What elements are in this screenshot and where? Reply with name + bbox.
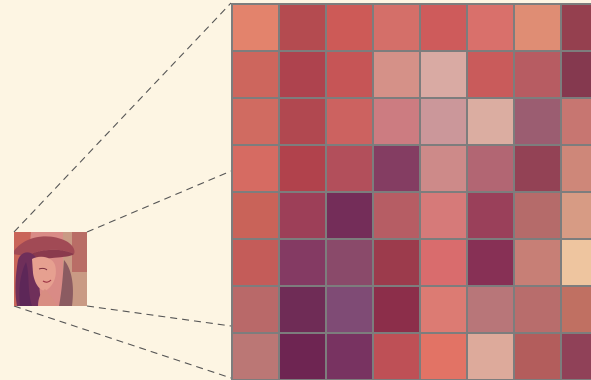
pixel-cell bbox=[232, 239, 279, 286]
pixel-cell bbox=[561, 4, 591, 51]
pixel-cell bbox=[326, 239, 373, 286]
pixel-cell bbox=[373, 98, 420, 145]
zoomed-pixel-grid bbox=[231, 3, 591, 380]
pixel-cell bbox=[373, 333, 420, 380]
pixel-cell bbox=[561, 98, 591, 145]
pixel-cell bbox=[279, 286, 326, 333]
pixel-cell bbox=[467, 145, 514, 192]
pixel-cell bbox=[326, 333, 373, 380]
portrait-thumbnail bbox=[14, 232, 87, 306]
pixel-cell bbox=[326, 286, 373, 333]
pixel-cell bbox=[420, 286, 467, 333]
pixel-cell bbox=[420, 192, 467, 239]
portrait-thumbnail-image bbox=[14, 232, 87, 306]
pixel-cell bbox=[514, 98, 561, 145]
pixel-cell bbox=[561, 333, 591, 380]
pixel-cell bbox=[326, 98, 373, 145]
pixel-cell bbox=[373, 239, 420, 286]
pixel-cell bbox=[326, 192, 373, 239]
pixel-cell bbox=[467, 333, 514, 380]
pixel-cell bbox=[561, 239, 591, 286]
pixel-cell bbox=[232, 192, 279, 239]
pixel-cell bbox=[420, 51, 467, 98]
pixel-cell bbox=[420, 98, 467, 145]
pixel-cell bbox=[514, 239, 561, 286]
pixel-cell bbox=[467, 192, 514, 239]
pixel-cell bbox=[561, 145, 591, 192]
pixel-cell bbox=[467, 98, 514, 145]
zoom-line-bottom-left bbox=[14, 306, 231, 378]
pixel-cell bbox=[279, 239, 326, 286]
pixel-cell bbox=[279, 192, 326, 239]
pixel-cell bbox=[326, 145, 373, 192]
pixel-cell bbox=[514, 4, 561, 51]
pixel-cell bbox=[279, 51, 326, 98]
zoom-line-bottom-right bbox=[87, 306, 231, 326]
pixel-cell bbox=[232, 51, 279, 98]
pixel-cell bbox=[279, 145, 326, 192]
pixel-cell bbox=[326, 51, 373, 98]
pixel-cell bbox=[467, 4, 514, 51]
pixel-cell bbox=[514, 51, 561, 98]
pixel-cell bbox=[373, 51, 420, 98]
pixel-cell bbox=[373, 4, 420, 51]
pixel-cell bbox=[232, 98, 279, 145]
pixel-cell bbox=[514, 333, 561, 380]
pixel-cell bbox=[279, 4, 326, 51]
pixel-cell bbox=[467, 239, 514, 286]
pixel-cell bbox=[420, 4, 467, 51]
pixel-cell bbox=[467, 286, 514, 333]
pixel-cell bbox=[373, 286, 420, 333]
pixel-cell bbox=[232, 4, 279, 51]
pixel-cell bbox=[514, 286, 561, 333]
pixel-cell bbox=[279, 98, 326, 145]
pixel-cell bbox=[420, 333, 467, 380]
pixel-cell bbox=[420, 239, 467, 286]
pixel-cell bbox=[326, 4, 373, 51]
pixel-cell bbox=[373, 192, 420, 239]
pixel-cell bbox=[514, 192, 561, 239]
pixel-cell bbox=[561, 192, 591, 239]
pixel-cell bbox=[467, 51, 514, 98]
pixel-cell bbox=[232, 145, 279, 192]
pixel-cell bbox=[514, 145, 561, 192]
pixel-cell bbox=[373, 145, 420, 192]
zoom-line-top-right bbox=[87, 171, 231, 232]
zoom-line-top-left bbox=[14, 3, 231, 232]
pixel-cell bbox=[232, 286, 279, 333]
pixel-cell bbox=[561, 51, 591, 98]
pixel-cell bbox=[420, 145, 467, 192]
pixel-cell bbox=[279, 333, 326, 380]
pixel-cell bbox=[561, 286, 591, 333]
pixel-cell bbox=[232, 333, 279, 380]
